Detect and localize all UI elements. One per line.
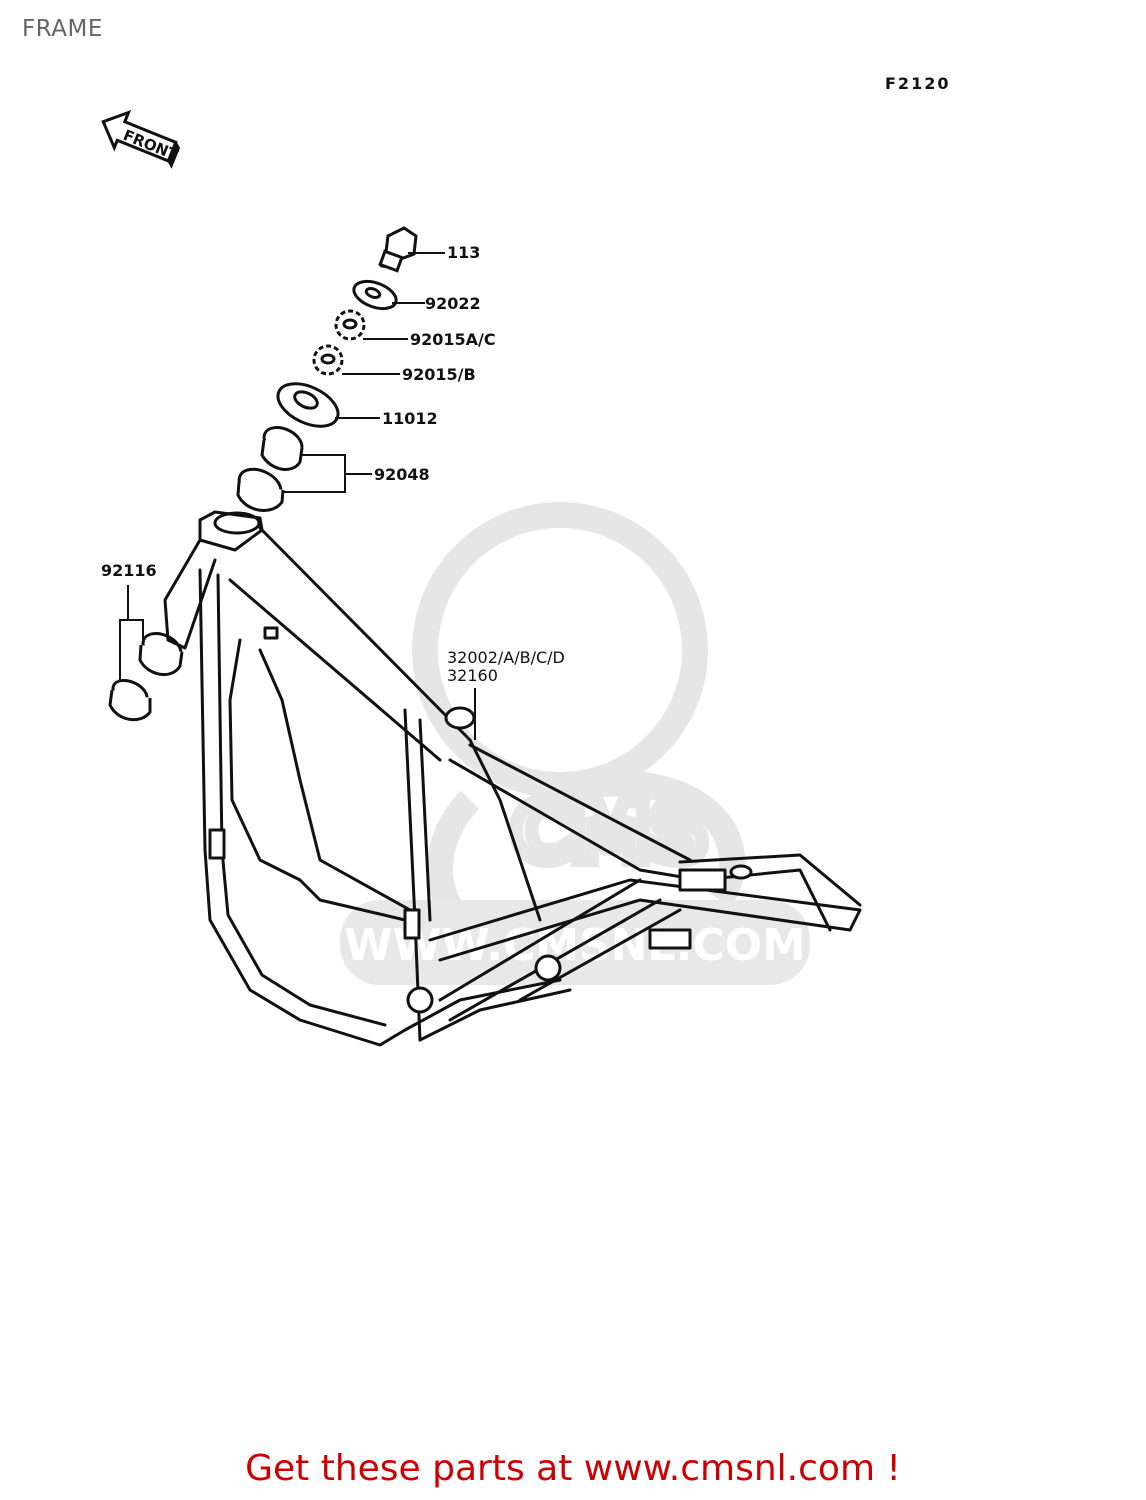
watermark-url: WWW.CMSNL.COM — [344, 920, 806, 971]
diagram-code: F2120 — [885, 74, 951, 93]
bearing-92048-icon — [236, 425, 304, 512]
part-label-92015b[interactable]: 92015/B — [402, 365, 476, 384]
part-label-32002[interactable]: 32002/A/B/C/D — [447, 648, 565, 667]
race-92116-icon — [108, 631, 184, 722]
part-label-11012[interactable]: 11012 — [382, 409, 438, 428]
front-arrow-icon: FRONT — [101, 109, 181, 169]
nut-92015ac-icon — [334, 309, 366, 341]
washer-92022-icon — [352, 279, 398, 311]
promo-link[interactable]: Get these parts at www.cmsnl.com ! — [245, 1448, 901, 1489]
part-label-92116[interactable]: 92116 — [101, 561, 157, 580]
part-label-113[interactable]: 113 — [447, 243, 481, 262]
watermark-logo-text: CMS — [512, 786, 708, 879]
part-label-92015ac[interactable]: 92015A/C — [410, 330, 496, 349]
part-label-32160[interactable]: 32160 — [447, 666, 498, 685]
bolt-113-icon — [378, 226, 418, 273]
page-title: FRAME — [22, 16, 103, 42]
frame-assembly — [163, 510, 862, 1047]
seal-11012-icon — [276, 382, 340, 428]
watermark-banner: WWW.CMSNL.COM CMS — [340, 779, 810, 985]
part-label-92022[interactable]: 92022 — [425, 294, 481, 313]
nut-92015b-icon — [312, 344, 344, 376]
part-label-92048[interactable]: 92048 — [374, 465, 430, 484]
